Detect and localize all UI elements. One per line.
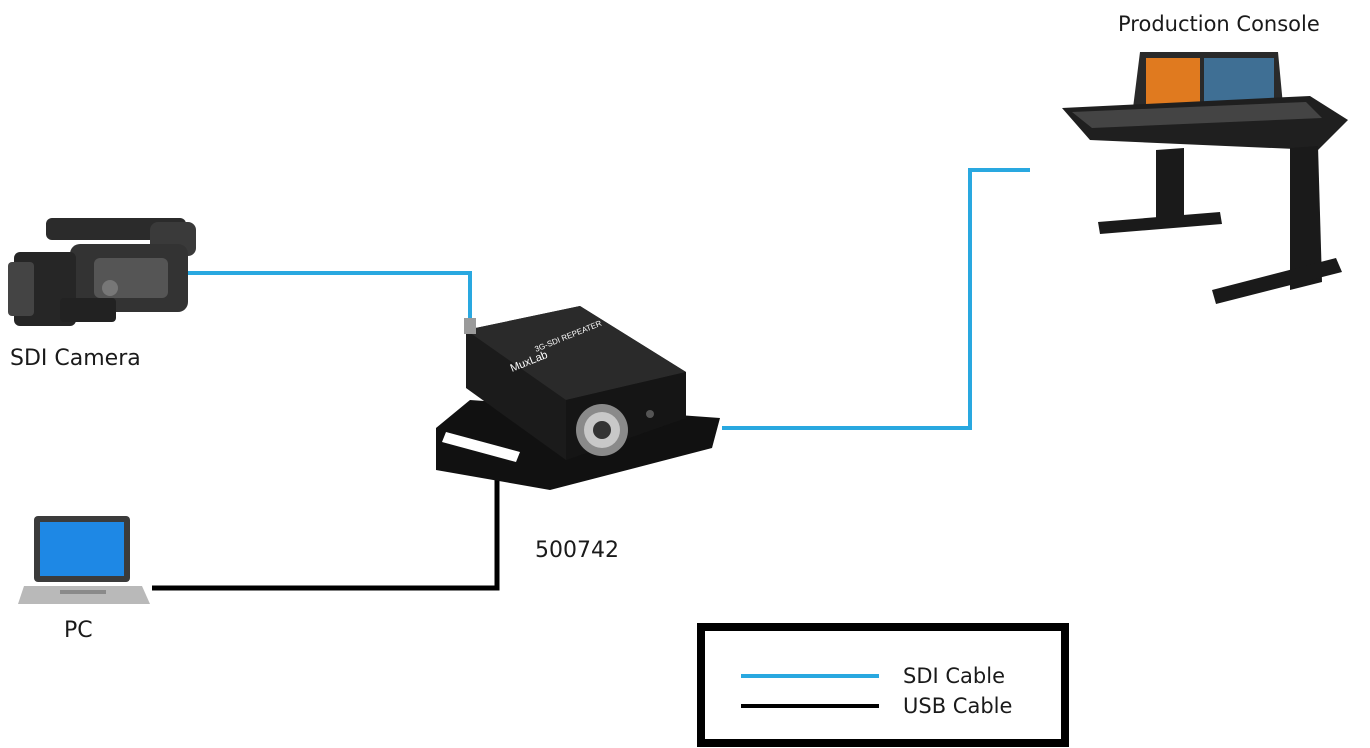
repeater-model-label: 500742: [535, 538, 619, 563]
legend-item-sdi: SDI Cable: [741, 661, 1005, 691]
legend-swatch-sdi: [741, 674, 879, 678]
legend-box: SDI Cable USB Cable: [697, 623, 1069, 747]
usb-cable-pc-to-repeater: [152, 470, 500, 591]
sdi-camera-icon: [8, 218, 196, 326]
repeater-device-icon: MuxLab 3G-SDI REPEATER: [436, 306, 720, 490]
legend-label-sdi: SDI Cable: [903, 664, 1005, 688]
sdi-cable-repeater-to-console: [722, 168, 1030, 430]
legend-label-usb: USB Cable: [903, 694, 1013, 718]
sdi-camera-label: SDI Camera: [10, 346, 141, 371]
sdi-cable-camera-to-repeater: [188, 271, 472, 322]
legend-swatch-usb: [741, 704, 879, 708]
pc-label: PC: [64, 618, 93, 643]
production-console-icon: [1062, 52, 1348, 304]
production-console-label: Production Console: [1118, 12, 1320, 36]
legend-item-usb: USB Cable: [741, 691, 1012, 721]
laptop-icon: [18, 516, 150, 604]
